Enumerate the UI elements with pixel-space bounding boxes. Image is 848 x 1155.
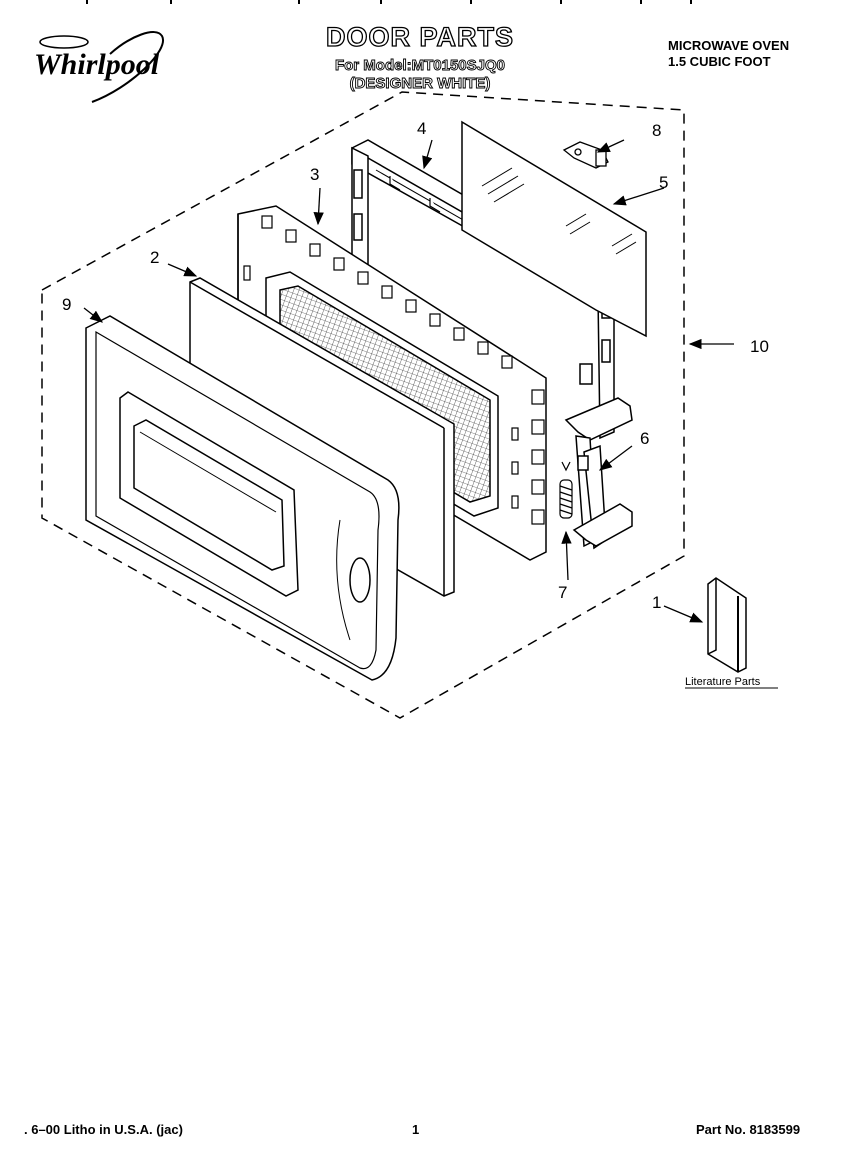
part-1-literature bbox=[707, 577, 747, 673]
callout-6: 6 bbox=[640, 429, 649, 448]
top-edge-mark bbox=[170, 0, 172, 4]
callout-9: 9 bbox=[62, 295, 71, 314]
callout-7: 7 bbox=[558, 583, 567, 602]
product-capacity: 1.5 CUBIC FOOT bbox=[668, 54, 771, 69]
callout-1: 1 bbox=[652, 593, 661, 612]
top-edge-mark bbox=[380, 0, 382, 4]
callout-8: 8 bbox=[652, 121, 661, 140]
page-title: DOOR PARTS bbox=[325, 21, 514, 52]
brand-logo: Whirlpool bbox=[34, 31, 165, 103]
model-variant: (DESIGNER WHITE) bbox=[349, 75, 491, 93]
top-edge-mark bbox=[86, 0, 88, 4]
part-7-spring bbox=[559, 461, 573, 519]
top-edge-mark bbox=[470, 0, 472, 4]
top-edge-mark bbox=[690, 0, 692, 4]
callout-4: 4 bbox=[417, 119, 426, 138]
top-edge-mark bbox=[640, 0, 642, 4]
part-6-latch bbox=[564, 397, 633, 550]
callout-leaders bbox=[83, 139, 734, 623]
part-9-outer-door bbox=[85, 315, 400, 681]
top-edge-mark bbox=[560, 0, 562, 4]
callout-3: 3 bbox=[310, 165, 319, 184]
part-5-glass-panel bbox=[461, 120, 647, 338]
product-type: MICROWAVE OVEN bbox=[668, 38, 790, 53]
callout-10: 10 bbox=[750, 337, 769, 356]
part-number: Part No. 8183599 bbox=[696, 1122, 801, 1137]
callout-2: 2 bbox=[150, 248, 159, 267]
part-8-latch-hook bbox=[562, 141, 609, 169]
assembly-boundary bbox=[41, 91, 685, 719]
page-number: 1 bbox=[412, 1122, 420, 1137]
brand-wordmark: Whirlpool bbox=[34, 48, 160, 81]
literature-parts-label: Literature Parts bbox=[685, 676, 761, 688]
model-number: For Model:MT0150SJQ0 bbox=[334, 57, 506, 75]
top-edge-mark bbox=[298, 0, 300, 4]
callout-5: 5 bbox=[659, 173, 668, 192]
litho-note: . 6–00 Litho in U.S.A. (jac) bbox=[24, 1122, 183, 1137]
